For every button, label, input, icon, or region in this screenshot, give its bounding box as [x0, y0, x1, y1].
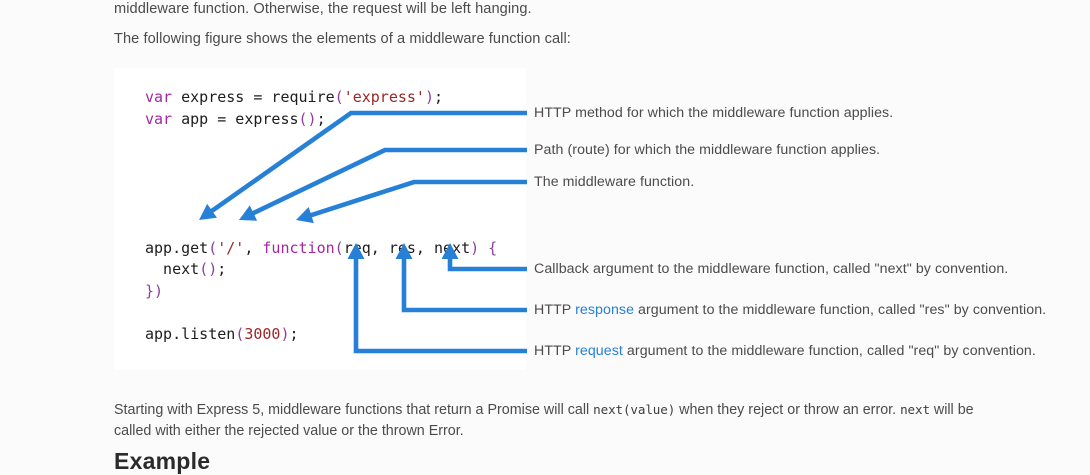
callout-connector-lines	[199, 110, 527, 354]
connector-line-callout-res	[401, 256, 527, 313]
line-app: var app = express();	[145, 109, 326, 128]
callout-res-link[interactable]: response	[575, 302, 635, 318]
callout-res: HTTP response argument to the middleware…	[534, 301, 1046, 319]
note-text-part2: when they reject or throw an error.	[675, 402, 901, 418]
arrow-head-callout-req	[347, 243, 365, 259]
arrow-head-callout-path	[239, 205, 258, 221]
line-listen: app.listen(3000);	[145, 324, 299, 343]
callout-path-text: Path (route) for which the middleware fu…	[534, 142, 881, 158]
callout-next: Callback argument to the middleware func…	[534, 260, 1008, 278]
connector-line-callout-path	[249, 147, 527, 217]
code-panel-background	[114, 68, 526, 370]
callout-req-link[interactable]: request	[575, 343, 623, 359]
code-next: next	[900, 402, 930, 417]
callout-next-text: Callback argument to the middleware func…	[534, 261, 1009, 277]
paragraph-continuation: middleware function. Otherwise, the requ…	[114, 1, 532, 17]
callout-http-method: HTTP method for which the middleware fun…	[534, 104, 893, 122]
paragraph-express5-note: Starting with Express 5, middleware func…	[114, 399, 1004, 442]
section-heading-example: Example	[114, 448, 211, 474]
callout-req-text: HTTP	[534, 343, 576, 359]
connector-line-callout-middleware-function	[307, 179, 527, 219]
code-next-value: next(value)	[593, 402, 676, 417]
callout-path: Path (route) for which the middleware fu…	[534, 141, 880, 159]
callout-res-text: HTTP	[534, 302, 576, 318]
line-require: var express = require('express');	[145, 88, 444, 106]
line-app-get: app.get('/', function(req, res, next) {	[145, 238, 498, 257]
page-content: middleware function. Otherwise, the requ…	[114, 1, 1090, 474]
middleware-diagram: var express = require('express'); var app…	[114, 68, 1090, 370]
callout-res-text-after: argument to the middleware function, cal…	[634, 302, 1047, 318]
callout-req: HTTP request argument to the middleware …	[534, 342, 1036, 360]
connector-line-callout-http-method	[208, 110, 527, 215]
note-text-part1: Starting with Express 5, middleware func…	[114, 402, 594, 418]
connector-line-callout-req	[353, 256, 527, 354]
line-close: })	[145, 281, 164, 300]
arrow-head-callout-middleware-function	[296, 207, 314, 224]
paragraph-figure-intro: The following figure shows the elements …	[114, 31, 571, 47]
connector-line-callout-next	[447, 256, 527, 272]
callout-middleware-function-text: The middleware function.	[534, 174, 695, 190]
callout-http-method-text: HTTP method for which the middleware fun…	[534, 105, 894, 121]
code-sample: var express = require('express'); var app…	[145, 87, 497, 345]
line-next-call: next();	[145, 260, 227, 278]
callout-middleware-function: The middleware function.	[534, 173, 694, 191]
arrow-head-callout-next	[441, 243, 459, 259]
arrow-head-callout-res	[395, 243, 413, 259]
callout-req-text-after: argument to the middleware function, cal…	[622, 343, 1036, 359]
note-text-part3: will be called with either the rejected …	[114, 402, 974, 439]
arrow-head-callout-http-method	[199, 203, 217, 220]
